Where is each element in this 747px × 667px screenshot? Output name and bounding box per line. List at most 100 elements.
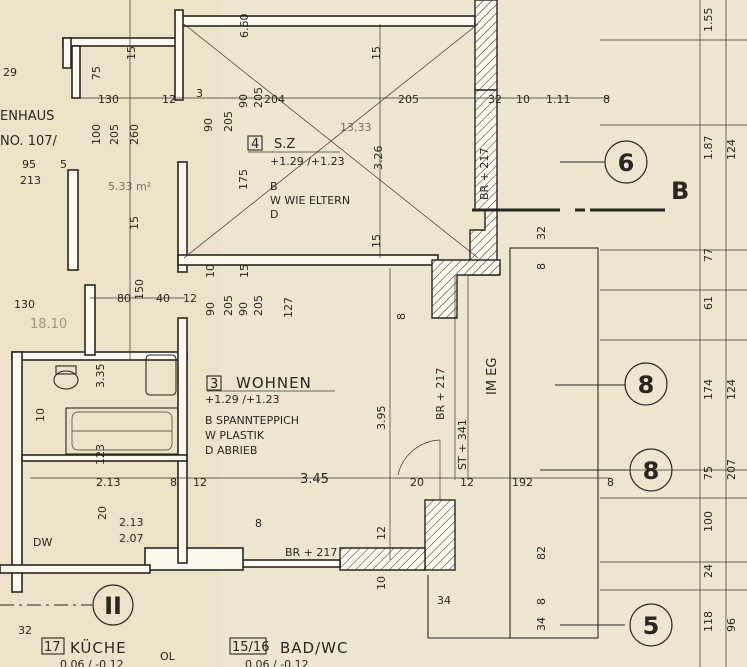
dim-v-21: 15 xyxy=(370,234,383,248)
room-level: 0.06 / -0.12 xyxy=(60,658,124,667)
dim-h-16: 2.13 xyxy=(96,476,121,489)
grid-circle-6 xyxy=(604,140,648,184)
room-name: WOHNEN xyxy=(236,374,312,392)
dim-v-12: 15 xyxy=(370,46,383,60)
dim-v-19: 205 xyxy=(252,295,265,316)
dim-r-4: 61 xyxy=(702,296,715,310)
dim-v-24: 10 xyxy=(34,408,47,422)
dim-r-1: 1.87 xyxy=(702,136,715,161)
dim-v-17: 205 xyxy=(222,295,235,316)
room-wohnen: 3 WOHNEN +1.29 /+1.23 B SPANNTEPPICH W P… xyxy=(205,374,388,487)
dim-v-5: 260 xyxy=(128,124,141,145)
dim-h-27: 32 xyxy=(18,624,32,637)
dim-v-23: 3.35 xyxy=(94,364,107,389)
dim-h-18: 12 xyxy=(193,476,207,489)
room-floor: B xyxy=(270,180,278,193)
room-ceiling: D xyxy=(270,208,278,221)
dim-h-1: 12 xyxy=(162,93,176,106)
grid-label-II: II xyxy=(104,592,122,620)
room-name: S.Z xyxy=(274,137,295,152)
grid-circle-II xyxy=(92,584,134,626)
room-wall: W PLASTIK xyxy=(205,429,265,442)
dim-h-12: 130 xyxy=(14,298,35,311)
walls xyxy=(0,0,599,639)
dim-v-28: 10 xyxy=(375,576,388,590)
dim-h-22: 8 xyxy=(607,476,614,489)
dim-v-14: 15 xyxy=(238,264,251,278)
dim-h-7: 1.11 xyxy=(546,93,571,106)
dim-v-10: 175 xyxy=(237,169,250,190)
dim-v-15: 150 xyxy=(133,279,146,300)
dim-r-3: 77 xyxy=(702,248,715,262)
dim-v-16: 90 xyxy=(204,302,217,316)
dim-h-6: 10 xyxy=(516,93,530,106)
dim-h-14: 40 xyxy=(156,292,170,305)
room-suffix: OL xyxy=(160,650,176,663)
dim-v-6: 100 xyxy=(90,124,103,145)
grid-circle-5 xyxy=(629,603,673,647)
room-kueche: 17 KÜCHE OL 0.06 / -0.12 xyxy=(41,637,176,667)
room-name: KÜCHE xyxy=(70,638,127,657)
room-height: 3.26 xyxy=(372,146,385,171)
dim-v-20: 127 xyxy=(282,297,295,318)
fragment-no: NO. 107/ xyxy=(0,134,58,149)
room-depth: 3.95 xyxy=(375,406,388,431)
dim-r-7: 75 xyxy=(702,466,715,480)
room-floor: B SPANNTEPPICH xyxy=(205,414,299,427)
room-level: 0.06 / -0.12 xyxy=(245,658,309,667)
dim-v-22: 8 xyxy=(395,313,408,320)
dim-h-0: 130 xyxy=(98,93,119,106)
dim-v-3: 90 xyxy=(202,118,215,132)
dim-h-8: 8 xyxy=(603,93,610,106)
dim-v-27: 12 xyxy=(375,526,388,540)
dim-v-30: 8 xyxy=(535,598,548,605)
dim-v-9: 205 xyxy=(252,87,265,108)
room-width: 3.45 xyxy=(300,472,329,487)
dim-v-33: 32 xyxy=(535,226,548,240)
dim-h-4: 205 xyxy=(398,93,419,106)
room-number: 17 xyxy=(44,640,61,655)
dim-h-13: 80 xyxy=(117,292,131,305)
dim-v-25: 123 xyxy=(94,444,107,465)
dim-h-20: 12 xyxy=(460,476,474,489)
section-marker-B: B xyxy=(671,177,689,205)
dim-v-7: 205 xyxy=(108,124,121,145)
dim-r-5: 174 xyxy=(702,379,715,400)
grid-circle-8a xyxy=(624,362,668,406)
grid-label-6: 6 xyxy=(618,149,635,177)
dim-h-24: 2.07 xyxy=(119,532,144,545)
dim-v-1: 75 xyxy=(90,66,103,80)
fragment-dw: DW xyxy=(33,536,52,549)
room-level: +1.29 /+1.23 xyxy=(270,155,345,168)
dim-v-31: 34 xyxy=(535,617,548,631)
dim-h-2: 3 xyxy=(196,87,203,100)
dim-r-0: 1.55 xyxy=(702,8,715,33)
dim-v-26: 20 xyxy=(96,506,109,520)
note-st: ST + 341 xyxy=(456,419,469,470)
room-number: 15/16 xyxy=(232,640,269,655)
dim-r-12: 96 xyxy=(725,618,738,632)
dim-h-3: 204 xyxy=(264,93,285,106)
room-bad: 15/16 BAD/WC 0.06 / -0.12 xyxy=(229,637,347,667)
room-level: +1.29 /+1.23 xyxy=(205,393,280,406)
dim-r-8: 207 xyxy=(725,459,738,480)
dim-h-15: 12 xyxy=(183,292,197,305)
room-area: 13,33 xyxy=(340,121,372,134)
dim-v-13: 10 xyxy=(204,264,217,278)
grid-label-8b: 8 xyxy=(643,457,660,485)
dim-r-10: 24 xyxy=(702,564,715,578)
dim-h-26: 34 xyxy=(437,594,451,607)
dim-r-6: 124 xyxy=(725,379,738,400)
note-br-right: BR + 217 xyxy=(434,368,447,420)
fragment-haus: ENHAUS xyxy=(0,109,54,124)
grid-label-8a: 8 xyxy=(638,371,655,399)
dim-h-11: 213 xyxy=(20,174,41,187)
dim-v-11: 15 xyxy=(128,216,141,230)
dim-v-8: 90 xyxy=(237,94,250,108)
dim-h-17: 8 xyxy=(170,476,177,489)
